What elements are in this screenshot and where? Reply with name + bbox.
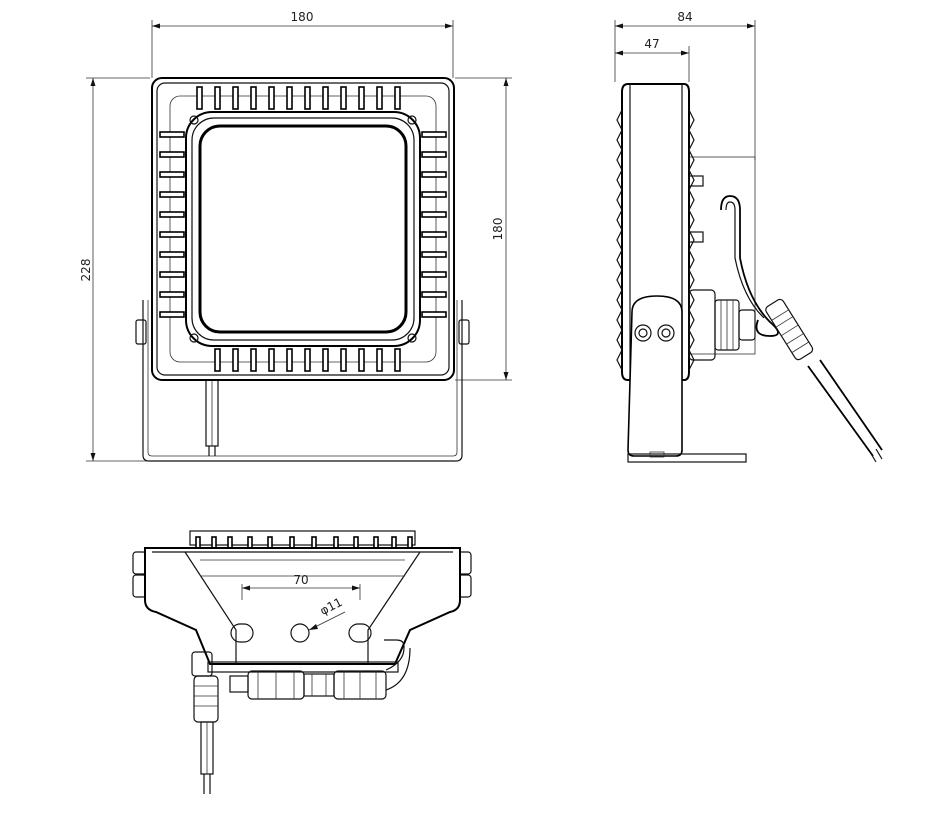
side-body-depth-label: 47 xyxy=(644,37,659,51)
side-total-depth-label: 84 xyxy=(677,10,692,24)
bottom-hole-spacing-label: 70 xyxy=(293,573,308,587)
side-gland xyxy=(688,289,756,361)
bottom-connector xyxy=(229,639,411,700)
side-fins-left xyxy=(616,109,623,371)
side-fins-right xyxy=(688,109,695,371)
side-view: 84 47 xyxy=(614,10,883,463)
dim-front-body-height: 180 xyxy=(455,77,512,381)
side-bracket xyxy=(627,295,683,457)
front-view: 180 228 180 xyxy=(79,10,512,462)
dim-side-total-depth: 84 xyxy=(614,10,756,160)
mounting-slot-right xyxy=(348,623,372,643)
bottom-view: 70 φ11 xyxy=(132,530,472,794)
bottom-fins xyxy=(195,536,413,552)
heatsink-fins-right xyxy=(421,131,447,318)
front-width-label: 180 xyxy=(291,10,314,24)
heatsink-fins-bottom xyxy=(214,348,401,372)
bottom-cable xyxy=(191,651,219,794)
heatsink-fins-top xyxy=(196,86,401,110)
heatsink-fins-left xyxy=(159,131,185,318)
mounting-hole-center xyxy=(290,623,310,643)
dim-front-width: 180 xyxy=(151,10,454,78)
side-cable-connector xyxy=(765,298,814,361)
front-cable xyxy=(205,377,219,456)
bottom-bracket xyxy=(144,547,461,665)
front-total-height-label: 228 xyxy=(79,259,93,282)
housing xyxy=(151,77,455,381)
dim-side-body-depth: 47 xyxy=(615,37,690,82)
side-cable-loop xyxy=(720,195,779,337)
mounting-slot-left xyxy=(230,623,254,643)
dim-front-total-height: 228 xyxy=(79,77,150,462)
front-body-height-label: 180 xyxy=(491,218,505,241)
dim-bottom-hole-spacing: 70 xyxy=(241,573,361,600)
mounting-bracket xyxy=(135,300,470,462)
